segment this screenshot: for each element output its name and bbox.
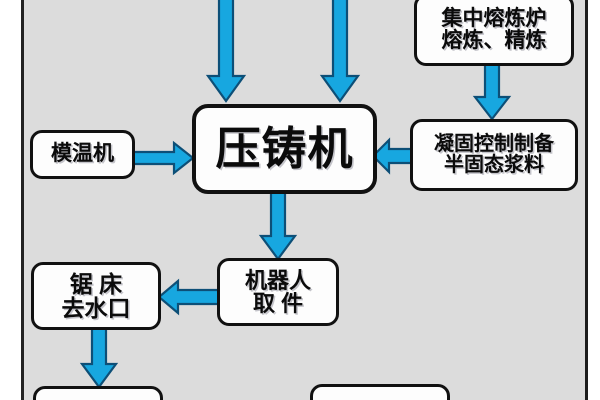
node-semi-solid-slurry-preparation-line-1: 凝固控制制备 bbox=[434, 132, 554, 155]
node-robot-part-extraction[interactable]: 机器人 取 件 bbox=[217, 258, 339, 326]
node-central-melting-furnace-line-2: 熔炼、精炼 bbox=[441, 29, 547, 52]
node-semi-solid-slurry-preparation[interactable]: 凝固控制制备 半固态浆料 bbox=[410, 119, 578, 191]
arrow-robot-to-saw bbox=[157, 278, 223, 316]
node-saw-machine-gate-removal-line-2: 去水口 bbox=[61, 295, 131, 321]
node-semi-solid-slurry-preparation-line-2: 半固态浆料 bbox=[444, 154, 544, 176]
node-bottom-right-clipped[interactable] bbox=[310, 384, 450, 400]
node-bottom-left-clipped[interactable] bbox=[33, 386, 163, 400]
node-saw-machine-gate-removal[interactable]: 锯 床 去水口 bbox=[31, 262, 161, 330]
arrow-top-left-into-die-casting bbox=[205, 0, 247, 106]
arrow-saw-to-bottom-left bbox=[79, 325, 119, 389]
node-central-melting-furnace[interactable]: 集中熔炼炉 熔炼、精炼 bbox=[414, 0, 574, 66]
arrow-mold-temp-to-die-casting bbox=[129, 140, 195, 176]
node-central-melting-furnace-line-1: 集中熔炼炉 bbox=[441, 6, 547, 30]
node-mold-temperature-controller-line-1: 模温机 bbox=[51, 142, 114, 166]
arrow-top-right-into-die-casting bbox=[319, 0, 361, 106]
node-saw-machine-gate-removal-line-1: 锯 床 bbox=[69, 270, 123, 297]
arrow-die-casting-to-robot bbox=[258, 188, 298, 262]
node-die-casting-machine-line-1: 压铸机 bbox=[215, 123, 354, 175]
arrow-furnace-to-slurry bbox=[472, 62, 512, 122]
node-mold-temperature-controller[interactable]: 模温机 bbox=[30, 130, 135, 179]
node-die-casting-machine[interactable]: 压铸机 bbox=[192, 104, 377, 194]
node-robot-part-extraction-line-1: 机器人 bbox=[244, 267, 311, 293]
node-robot-part-extraction-line-2: 取 件 bbox=[252, 291, 304, 316]
